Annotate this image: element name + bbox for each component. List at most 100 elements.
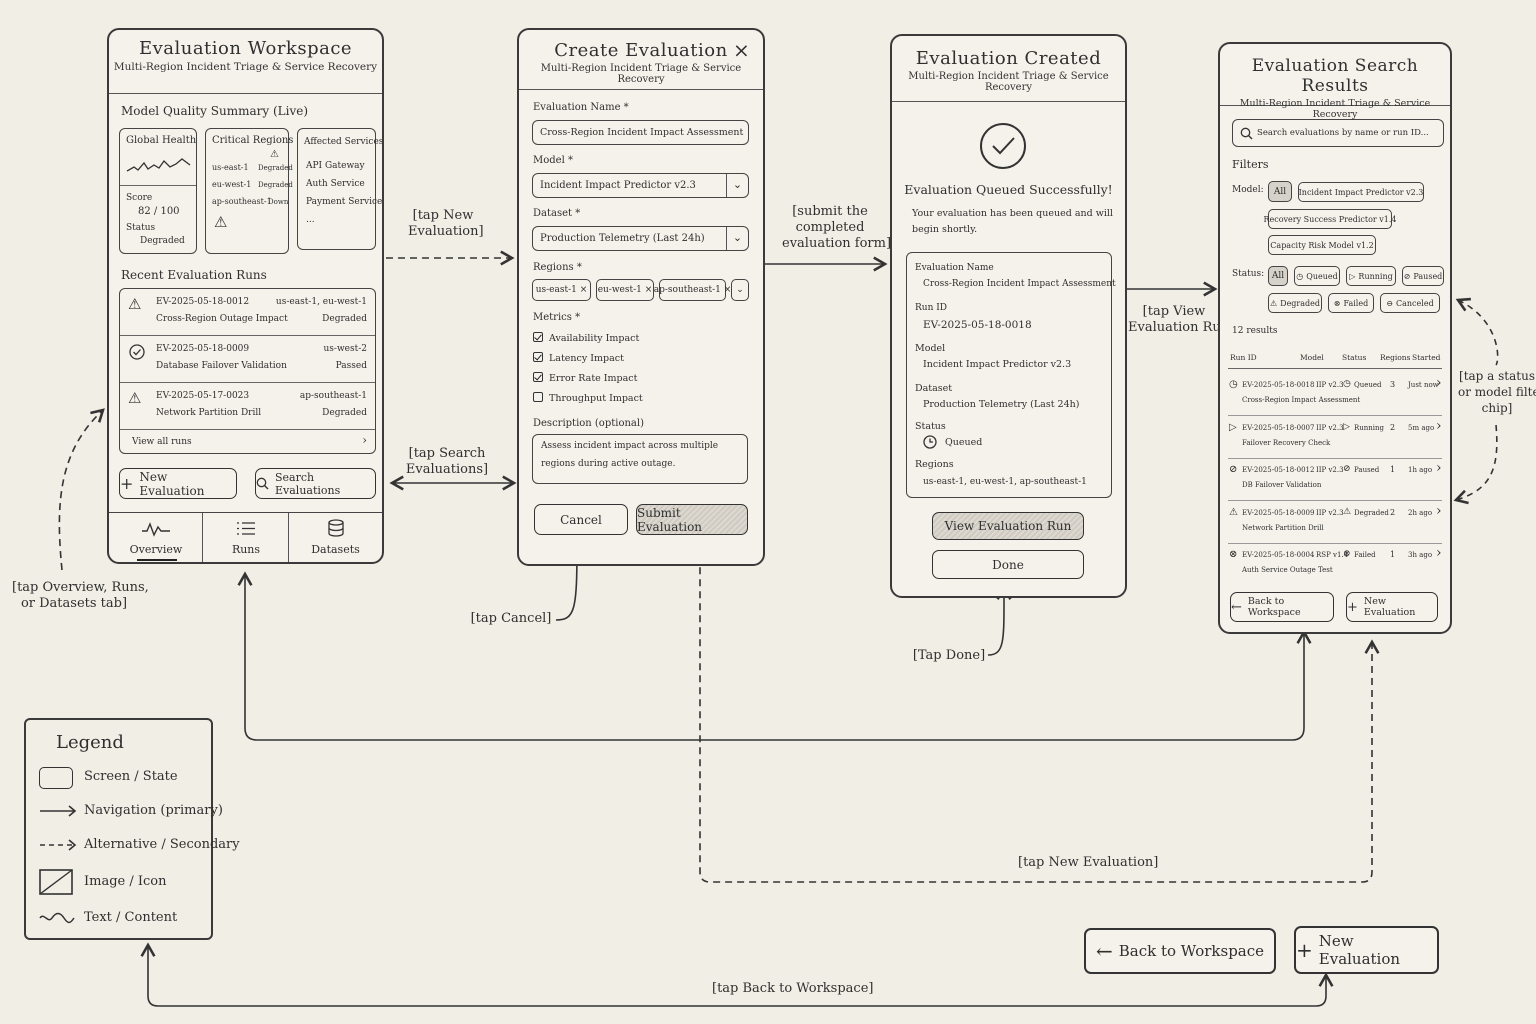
- regions-label: Regions *: [533, 262, 582, 273]
- standalone-new-evaluation-button[interactable]: + New Evaluation: [1294, 926, 1439, 974]
- active-tab-indicator: [137, 559, 177, 561]
- critical-regions-title: Critical Regions: [212, 135, 294, 146]
- created-message: begin shortly.: [912, 224, 978, 235]
- create-title: Create Evaluation: [554, 40, 728, 61]
- critical-region-1: eu-west-1: [212, 180, 252, 189]
- chevron-right-icon: ›: [1436, 375, 1442, 391]
- run-row[interactable]: ⚠ EV-2025-05-18-0012 Cross-Region Outage…: [120, 289, 375, 335]
- status-chip-paused[interactable]: ⊘Paused: [1402, 266, 1444, 286]
- dataset-select[interactable]: Production Telemetry (Last 24h) ⌄: [532, 226, 749, 251]
- region-chip[interactable]: ap-southeast-1 ×: [654, 279, 731, 301]
- metric-label: Throughput Impact: [549, 393, 643, 404]
- model-chip-all[interactable]: All: [1268, 181, 1292, 202]
- regions-dropdown-button[interactable]: ⌄: [731, 279, 749, 301]
- global-health-card[interactable]: Global Health Score 82 / 100 Status Degr…: [119, 128, 197, 254]
- result-run-name: Network Partition Drill: [1242, 523, 1324, 532]
- tab-datasets-label: Datasets: [311, 543, 360, 556]
- run-id: EV-2025-05-18-0012: [156, 297, 250, 307]
- submit-evaluation-button[interactable]: Submit Evaluation: [636, 504, 748, 535]
- back-to-workspace-button[interactable]: ← Back to Workspace: [1230, 592, 1334, 622]
- metric-checkbox[interactable]: Error Rate Impact: [533, 372, 637, 384]
- evaluation-name-input[interactable]: Cross-Region Incident Impact Assessment: [532, 120, 749, 145]
- new-evaluation-button[interactable]: + New Evaluation: [1346, 592, 1438, 622]
- chip-label: Canceled: [1396, 298, 1434, 308]
- status-chip-failed[interactable]: ⊗Failed: [1328, 293, 1374, 313]
- model-chip[interactable]: Capacity Risk Model v1.2: [1268, 235, 1376, 255]
- tab-datasets[interactable]: Datasets: [289, 513, 382, 562]
- chevron-right-icon: ›: [1436, 502, 1442, 519]
- cancel-button[interactable]: Cancel: [534, 504, 628, 535]
- detail-value: Production Telemetry (Last 24h): [923, 399, 1080, 410]
- play-icon: ▷: [1229, 421, 1237, 433]
- result-run-name: DB Failover Validation: [1242, 481, 1322, 489]
- view-evaluation-run-button[interactable]: View Evaluation Run: [932, 512, 1084, 540]
- result-status: Queued: [1354, 381, 1382, 389]
- new-evaluation-button[interactable]: + New Evaluation: [119, 468, 237, 499]
- row-divider: [1228, 500, 1442, 501]
- affected-services-card[interactable]: Affected Services API Gateway Auth Servi…: [297, 128, 382, 250]
- sparkline-icon: [126, 158, 191, 172]
- status-chip-queued[interactable]: ◷Queued: [1294, 266, 1340, 286]
- result-model: IIP v2.3: [1316, 466, 1344, 474]
- screen-search-results: Evaluation Search Results Multi-Region I…: [1218, 42, 1452, 634]
- metric-label: Error Rate Impact: [549, 373, 638, 384]
- metric-checkbox[interactable]: Availability Impact: [533, 332, 639, 344]
- detail-label: Model: [915, 343, 946, 354]
- dataset-label: Dataset *: [533, 208, 581, 219]
- close-icon[interactable]: ×: [733, 38, 750, 62]
- status-chip-degraded[interactable]: ⚠Degraded: [1268, 293, 1322, 313]
- status-chip-running[interactable]: ▷Running: [1346, 266, 1396, 286]
- tab-overview[interactable]: Overview: [109, 513, 203, 562]
- label-tap-back: [tap Back to Workspace]: [712, 981, 874, 996]
- column-header: Status: [1342, 353, 1367, 362]
- done-button[interactable]: Done: [932, 550, 1084, 579]
- run-row[interactable]: ⚠ EV-2025-05-17-0023 Network Partition D…: [120, 383, 375, 429]
- column-header: Run ID: [1230, 353, 1257, 362]
- status-chip-all[interactable]: All: [1268, 266, 1288, 286]
- chip-label: Queued: [1306, 271, 1338, 281]
- status-chip-canceled[interactable]: ⊖Canceled: [1380, 293, 1440, 313]
- warning-icon: ⚠: [270, 149, 279, 160]
- new-label: New Evaluation: [1363, 596, 1416, 618]
- legend-item: Screen / State: [84, 769, 178, 784]
- detail-value: Incident Impact Predictor v2.3: [923, 359, 1072, 370]
- arrow-done: [987, 585, 1012, 656]
- workspace-title: Evaluation Workspace: [138, 38, 353, 59]
- tab-runs[interactable]: Runs: [203, 513, 289, 562]
- metric-checkbox[interactable]: Latency Impact: [533, 352, 624, 364]
- critical-regions-card[interactable]: Critical Regions ⚠ us-east-1 Degraded eu…: [205, 128, 293, 254]
- model-chip[interactable]: Recovery Success Predictor v1.4: [1263, 209, 1397, 229]
- detail-label: Evaluation Name: [915, 263, 994, 273]
- run-row[interactable]: EV-2025-05-18-0009 Database Failover Val…: [120, 336, 375, 382]
- chip-label: Failed: [1343, 298, 1369, 308]
- metric-checkbox[interactable]: Throughput Impact: [533, 392, 643, 404]
- plus-icon: +: [1296, 938, 1313, 962]
- run-status: Degraded: [322, 408, 367, 418]
- region-chip[interactable]: us-east-1 ×: [532, 279, 591, 301]
- region-chip[interactable]: eu-west-1 ×: [596, 279, 654, 301]
- label-tap-view: [tap View Evaluation Run]: [1128, 304, 1234, 335]
- status-filter-label: Status:: [1232, 269, 1265, 279]
- view-all-runs-link[interactable]: View all runs ›: [120, 430, 375, 454]
- description-textarea[interactable]: Assess incident impact across multiple r…: [532, 434, 748, 484]
- search-evaluations-button[interactable]: Search Evaluations: [255, 468, 376, 499]
- model-select[interactable]: Incident Impact Predictor v2.3 ⌄: [532, 173, 749, 198]
- tab-runs-label: Runs: [231, 543, 261, 556]
- result-run-id: EV-2025-05-18-0009: [1242, 508, 1315, 517]
- play-icon: ▷: [1349, 271, 1356, 281]
- checkbox-checked-icon: [533, 332, 543, 342]
- created-message: Your evaluation has been queued and will: [912, 208, 1113, 219]
- model-chip[interactable]: Incident Impact Predictor v2.3: [1298, 182, 1424, 202]
- standalone-back-to-workspace-button[interactable]: ← Back to Workspace: [1084, 928, 1276, 974]
- result-run-id: EV-2025-05-18-0012: [1242, 466, 1315, 474]
- result-run-id: EV-2025-05-18-0004: [1242, 551, 1315, 559]
- search-input[interactable]: Search evaluations by name or run ID...: [1232, 119, 1444, 147]
- status-icon: ⊗: [1343, 549, 1351, 559]
- metric-label: Availability Impact: [549, 333, 640, 344]
- global-health-title: Global Health: [126, 135, 197, 146]
